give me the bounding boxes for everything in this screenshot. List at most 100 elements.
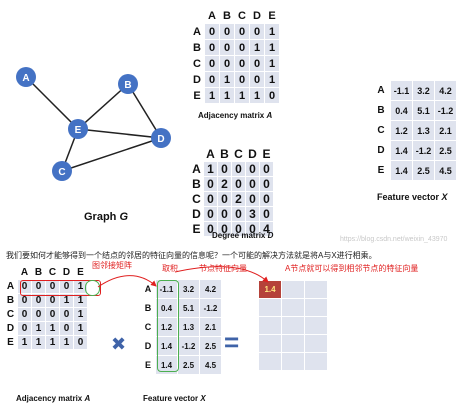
matrix-cell: 1: [73, 279, 88, 294]
result-row: [258, 334, 328, 353]
matrix-cell: 0: [249, 23, 265, 40]
column-header: D: [59, 265, 74, 280]
column-header: A: [203, 146, 218, 162]
row-header: E: [189, 87, 205, 104]
matrix-cell: 0: [17, 307, 32, 322]
matrix-cell: 0: [231, 176, 246, 192]
column-header: C: [231, 146, 246, 162]
row-header: D: [189, 206, 204, 222]
matrix-cell: 0: [259, 206, 274, 222]
matrix-cell: 1: [234, 87, 250, 104]
row-header: D: [3, 321, 18, 336]
matrix-cell: -1.2: [434, 100, 457, 121]
result-cell-a: 1.4: [258, 280, 282, 299]
matrix-cell: 1: [45, 321, 60, 336]
matrix-cell: 0: [219, 55, 235, 72]
matrix-cell: 1: [219, 87, 235, 104]
matrix-cell: 0: [59, 321, 74, 336]
matrix-cell: 5.1: [177, 298, 200, 318]
question-text: 我们要如何才能够得到一个结点的邻居的特征向量的信息呢？一个可能的解决方法就是将A…: [6, 251, 377, 260]
matrix-cell: 1.3: [177, 317, 200, 337]
matrix-cell: 2: [217, 176, 232, 192]
matrix-cell: 1: [249, 39, 265, 56]
matrix-cell: 0.4: [390, 100, 413, 121]
matrix-cell: 3.2: [177, 279, 200, 299]
column-header: C: [234, 7, 250, 24]
matrix-cell: 2.5: [199, 336, 222, 356]
column-header: A: [204, 7, 220, 24]
matrix-cell: 0: [245, 161, 260, 177]
column-header: E: [259, 146, 274, 162]
row-header: D: [140, 336, 156, 356]
matrix-cell: 0: [204, 55, 220, 72]
matrix-cell: 0: [204, 23, 220, 40]
feature-caption-top: Feature vector X: [377, 192, 448, 202]
column-header: B: [31, 265, 46, 280]
column-highlight: [157, 280, 179, 372]
row-header: D: [189, 71, 205, 88]
matrix-cell: 1.2: [155, 317, 178, 337]
times-operator: ✖: [111, 334, 127, 354]
matrix-cell: 1: [264, 55, 280, 72]
matrix-cell: 0: [217, 206, 232, 222]
matrix-cell: 0: [245, 191, 260, 207]
matrix-cell: 2.1: [434, 120, 457, 141]
matrix-cell: 1.4: [390, 160, 413, 181]
corner-cell: [189, 7, 205, 24]
matrix-cell: 4.2: [199, 279, 222, 299]
matrix-cell: -1.2: [199, 298, 222, 318]
corner-cell: [3, 265, 18, 280]
matrix-cell: -1.2: [177, 336, 200, 356]
matrix-cell: 1: [264, 23, 280, 40]
matrix-cell: 1: [264, 39, 280, 56]
corner-cell: [189, 146, 204, 162]
annotation-node-feature: 节点特征向量: [199, 264, 247, 273]
matrix-cell: 0: [234, 71, 250, 88]
matrix-cell: 0: [31, 307, 46, 322]
matrix-cell: 0: [249, 55, 265, 72]
matrix-cell: 0: [217, 221, 232, 237]
matrix-cell: -1.1: [390, 80, 413, 101]
matrix-cell: 1.2: [390, 120, 413, 141]
result-cell: [304, 298, 328, 317]
result-cell: [281, 298, 305, 317]
matrix-cell: 0: [59, 307, 74, 322]
matrix-cell: 1: [73, 321, 88, 336]
column-header: E: [73, 265, 88, 280]
result-cell: [258, 298, 282, 317]
matrix-cell: 4.5: [434, 160, 457, 181]
degree-caption: Degree matrix D: [212, 231, 274, 240]
row-header: C: [189, 191, 204, 207]
matrix-cell: 4.5: [199, 355, 222, 375]
matrix-cell: 1: [31, 335, 46, 350]
graph-diagram: A B E D C: [16, 67, 171, 181]
result-cell: [281, 280, 305, 299]
column-header: B: [217, 146, 232, 162]
matrix-cell: 1: [45, 335, 60, 350]
result-row: [258, 316, 328, 335]
adjacency-caption-bottom: Adjacency matrix A: [16, 394, 91, 403]
matrix-cell: 1.4: [390, 140, 413, 161]
annotation-weighted: 图邻接矩阵: [92, 260, 132, 271]
matrix-cell: 1.3: [412, 120, 435, 141]
matrix-cell: 0: [203, 191, 218, 207]
row-header: C: [3, 307, 18, 322]
matrix-cell: 1: [73, 307, 88, 322]
result-grid: 1.4: [258, 280, 328, 371]
matrix-cell: 0: [203, 206, 218, 222]
graph-node-c: C: [52, 161, 72, 181]
result-cell: [281, 316, 305, 335]
matrix-cell: 0: [217, 191, 232, 207]
column-header: D: [245, 146, 260, 162]
matrix-cell: 2: [231, 191, 246, 207]
